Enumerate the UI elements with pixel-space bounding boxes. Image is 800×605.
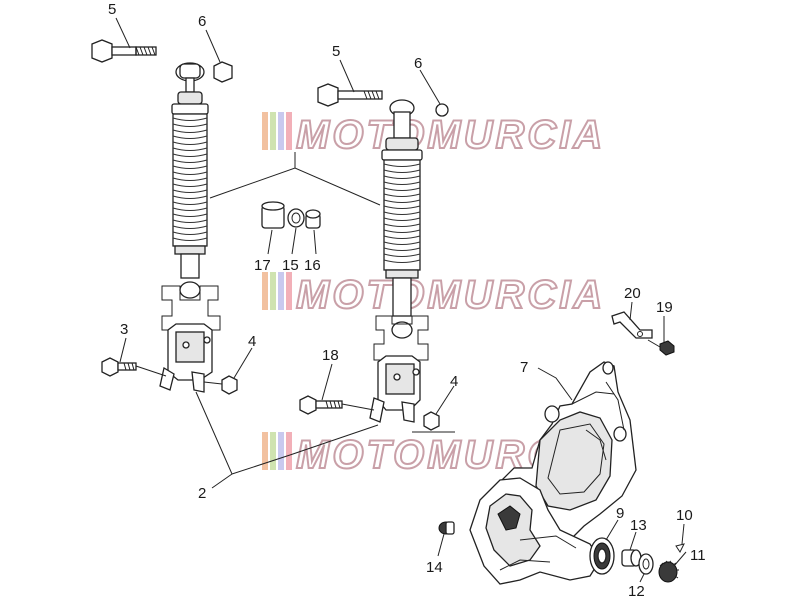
washer-12 [638,553,654,575]
callout-7: 7 [520,359,528,376]
pin-10 [675,543,685,553]
left-lower-nut [221,375,238,395]
callout-20: 20 [624,285,641,302]
callout-18: 18 [322,347,339,364]
callout-15: 15 [282,257,299,274]
swing-arm-housing [469,477,601,585]
watermark-text: MOTOMURCIA [296,113,605,157]
callout-13: 13 [630,517,647,534]
watermark-text: MOTOMURCIA [296,273,605,317]
right-bracket-outline [373,315,429,361]
left-top-bolt [91,39,157,63]
right-lower-bolt [299,395,375,415]
callout-11: 11 [690,547,706,564]
callout-10: 10 [676,507,693,524]
callout-14: 14 [426,559,443,576]
right-spring [383,163,421,264]
callout-19: 19 [656,299,673,316]
callout-9: 9 [616,505,624,522]
callout-3: 3 [120,321,128,338]
left-bracket-outline [161,285,221,331]
callout-4-right: 4 [450,373,458,390]
callout-16: 16 [304,257,321,274]
callout-4-left: 4 [248,333,256,350]
left-lower-bolt [101,357,167,377]
right-top-nut [435,103,449,117]
callout-5-right: 5 [332,43,340,60]
callout-12: 12 [628,583,645,600]
spacer-parts [261,201,321,229]
callout-2: 2 [198,485,206,502]
callout-5-left: 5 [108,1,116,18]
gear-11 [658,560,679,583]
watermark-middle: MOTOMURCIA [262,272,605,318]
cap-14 [438,521,455,535]
watermark-top: MOTOMURCIA [262,112,605,158]
left-top-nut [213,61,233,83]
callout-17: 17 [254,257,271,274]
right-lower-nut [423,411,440,431]
callout-labels: 5 6 5 6 17 15 16 3 4 18 4 20 19 7 2 9 13… [108,1,706,600]
right-top-bolt [317,83,383,107]
part-19-screw [647,339,675,356]
callout-6-left: 6 [198,13,206,30]
part-20-bracket [611,311,653,339]
group-leaders [195,152,455,489]
spacer-13 [621,549,642,567]
right-shock-absorber [299,83,449,431]
left-shock-absorber [91,39,238,395]
left-spring [172,117,208,242]
callout-leaders [115,17,687,583]
bearing-9 [589,537,615,575]
callout-6-right: 6 [414,55,422,72]
